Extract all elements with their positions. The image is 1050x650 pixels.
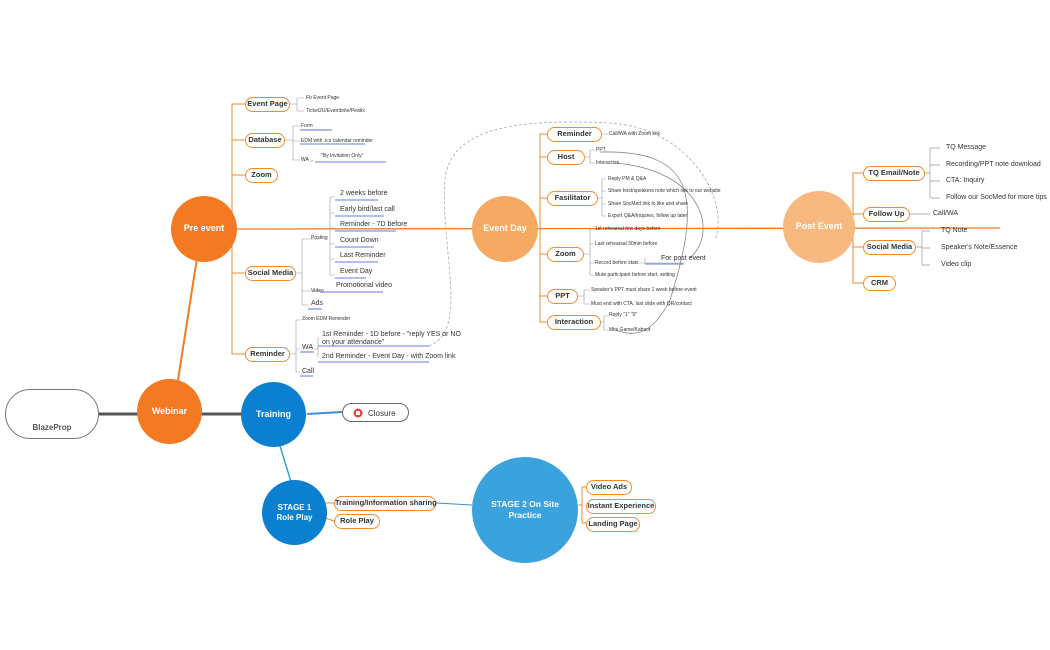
- tq-email-node[interactable]: TQ Email/Note: [863, 166, 925, 181]
- follow-up-node[interactable]: Follow Up: [863, 207, 910, 222]
- reminder-node[interactable]: Reminder: [245, 347, 290, 362]
- event-day-node[interactable]: Event Day: [472, 196, 538, 262]
- social-media-node[interactable]: Social Media: [245, 266, 296, 281]
- zoom-item: Mute participant before start, setting: [595, 272, 675, 278]
- reminder-item: 1st Reminder - 1D before - "reply YES or…: [322, 331, 461, 338]
- zoom-item: 1st rehearsal few days before: [595, 226, 661, 232]
- event-zoom-node[interactable]: Zoom: [547, 247, 584, 262]
- crm-node[interactable]: CRM: [863, 276, 896, 291]
- landing-page-node[interactable]: Landing Page: [586, 517, 640, 532]
- tq-item: Follow our SocMed for more tips: [946, 194, 1047, 201]
- post-item: Event Day: [340, 268, 373, 275]
- post-item: Reminder - 7D before: [340, 221, 408, 228]
- follow-up-item: Call/WA: [933, 210, 959, 217]
- closure-label: Closure: [368, 409, 396, 418]
- zoom-node[interactable]: Zoom: [245, 168, 278, 183]
- webinar-node[interactable]: Webinar: [137, 379, 202, 444]
- pre-event-node[interactable]: Pre event: [171, 196, 237, 262]
- training-info-sharing-node[interactable]: Training/Information sharing: [334, 496, 437, 511]
- reminder-item: 2nd Reminder - Event Day - with Zoom lin…: [322, 353, 456, 360]
- stop-icon: [353, 408, 363, 418]
- reminder-item: Zoom EDM Reminder: [302, 316, 351, 322]
- facilitator-item: Share SocMed link to like and share: [608, 201, 689, 207]
- facilitator-item: Export Q&A/Inquires, follow up later: [608, 213, 688, 219]
- host-item: PPT: [596, 147, 606, 153]
- database-item: WA: [301, 157, 309, 163]
- video-label: Video: [311, 288, 324, 294]
- event-page-item: Fb Event Page: [306, 95, 340, 101]
- closure-node[interactable]: Closure: [342, 403, 409, 422]
- root-label: BlazeProp: [32, 423, 72, 432]
- event-page-node[interactable]: Event Page: [245, 97, 290, 112]
- stage2-node[interactable]: STAGE 2 On Site Practice: [472, 457, 578, 563]
- ads-label: Ads: [311, 300, 324, 307]
- zoom-item: Record before start: [595, 260, 638, 266]
- database-node[interactable]: Database: [245, 133, 285, 148]
- role-play-node[interactable]: Role Play: [334, 514, 380, 529]
- posting-label: Posting: [311, 235, 328, 241]
- database-item: "By Invitation Only": [321, 153, 364, 159]
- post-social-item: Speaker's Note/Essence: [941, 244, 1018, 251]
- event-reminder-item: Call/WA with Zoom link: [609, 131, 660, 137]
- tq-item: Recording/PPT note download: [946, 161, 1041, 168]
- facilitator-item: Share host/speakers note which link to o…: [608, 188, 721, 194]
- root-node[interactable]: BlazeProp: [5, 389, 99, 439]
- zoom-item: Last rehearsal 30min before: [595, 241, 658, 247]
- ppt-node[interactable]: PPT: [547, 289, 578, 304]
- interaction-item: Mini Game/Kahoot: [609, 327, 651, 333]
- host-node[interactable]: Host: [547, 150, 585, 165]
- facilitator-node[interactable]: Fasilitator: [547, 191, 598, 206]
- tq-item: TQ Message: [946, 144, 987, 151]
- video-ads-node[interactable]: Video Ads: [586, 480, 632, 495]
- database-item: EDM with .ics calendar reminder: [301, 138, 373, 144]
- reminder-wa-label: WA: [302, 344, 314, 351]
- interaction-node[interactable]: Interaction: [547, 315, 601, 330]
- tq-item: CTA: Inquiry: [946, 177, 985, 184]
- facilitator-item: Reply PM & Q&A: [608, 176, 647, 182]
- post-item: Last Reminder: [340, 252, 386, 259]
- ppt-item: Speaker's PPT must share 1 week before e…: [591, 287, 697, 293]
- post-item: 2 weeks before: [340, 190, 388, 197]
- post-event-node[interactable]: Post Event: [783, 191, 855, 263]
- host-item: Interaction: [596, 160, 620, 166]
- event-page-item: Ticket2U/Eventbrite/Peatix: [306, 108, 365, 114]
- video-item: Promotional video: [336, 282, 393, 289]
- zoom-item: For post event: [661, 255, 706, 262]
- training-node[interactable]: Training: [241, 382, 306, 447]
- reminder-call-label: Call: [302, 368, 315, 375]
- database-item: Form: [301, 123, 313, 129]
- post-social-item: TQ Note: [941, 227, 968, 234]
- reminder-item: on your attendance": [322, 339, 385, 346]
- ppt-item: Must end with CTA, last slide with QR/co…: [591, 301, 692, 307]
- post-item: Count Down: [340, 237, 379, 244]
- interaction-item: Reply "1" "0": [609, 312, 638, 318]
- post-item: Early bird/last call: [340, 206, 395, 213]
- stage1-node[interactable]: STAGE 1 Role Play: [262, 480, 327, 545]
- post-social-item: Video clip: [941, 261, 972, 268]
- post-social-media-node[interactable]: Social Media: [863, 240, 916, 255]
- event-reminder-node[interactable]: Reminder: [547, 127, 602, 142]
- instant-experience-node[interactable]: Instant Experience: [586, 499, 656, 514]
